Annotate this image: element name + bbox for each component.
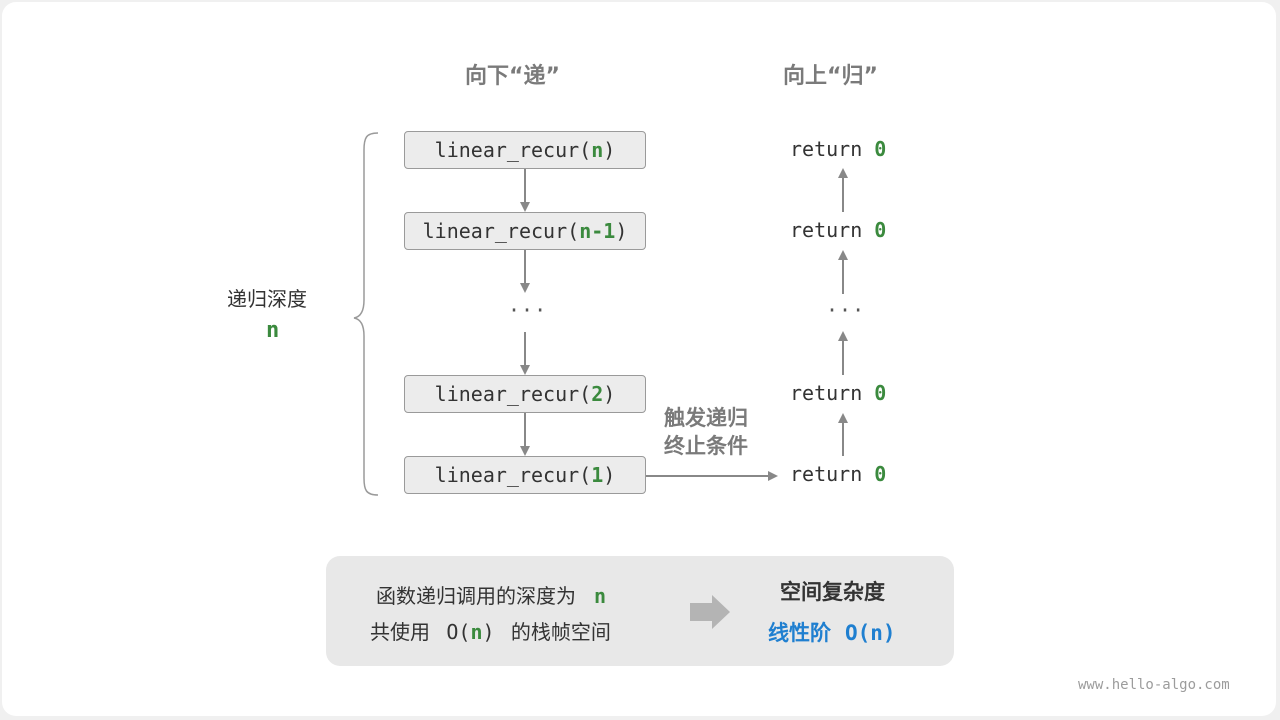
summary-line-1: 函数递归调用的深度为 n (376, 580, 606, 609)
return-row: return 0 (790, 462, 886, 486)
summary-o-open: O( (446, 620, 471, 644)
call-box-n-minus-1: linear_recur(n-1) (404, 212, 646, 250)
call-arg: 2 (591, 382, 604, 406)
summary-line-2: 共使用 O(n) 的栈帧空间 (370, 616, 611, 645)
heading-return-up: 向上“归” (783, 64, 878, 89)
return-row: return 0 (790, 137, 886, 161)
call-fn: linear_recur( (434, 463, 592, 487)
return-ellipsis: ··· (826, 298, 866, 322)
return-value: 0 (874, 462, 887, 486)
return-keyword: return (790, 137, 875, 161)
return-value: 0 (874, 218, 887, 242)
call-close: ) (603, 463, 616, 487)
summary-o-var: n (470, 620, 483, 644)
call-fn: linear_recur( (422, 219, 580, 243)
call-close: ) (603, 382, 616, 406)
call-box-n: linear_recur(n) (404, 131, 646, 169)
call-fn: linear_recur( (434, 138, 592, 162)
call-arg: n-1 (579, 219, 616, 243)
call-box-2: linear_recur(2) (404, 375, 646, 413)
return-keyword: return (790, 462, 875, 486)
call-arg: 1 (591, 463, 604, 487)
return-keyword: return (790, 218, 875, 242)
summary-panel (326, 556, 954, 666)
depth-brace (353, 132, 379, 496)
return-row: return 0 (790, 381, 886, 405)
call-close: ) (615, 219, 628, 243)
call-fn: linear_recur( (434, 382, 592, 406)
call-arg: n (591, 138, 604, 162)
watermark: www.hello-algo.com (1078, 677, 1230, 693)
summary-arrow-icon (690, 595, 730, 629)
complexity-notation: O(n) (845, 621, 896, 645)
call-ellipsis: ··· (508, 298, 548, 322)
heading-recurse-down: 向下“递” (465, 64, 560, 89)
complexity-name: 线性阶 (768, 621, 831, 645)
summary-stack-text: 的栈帧空间 (510, 620, 611, 644)
summary-o-close: ) (482, 620, 495, 644)
summary-depth-text: 函数递归调用的深度为 (376, 584, 576, 608)
termination-label: 触发递归 终止条件 (664, 404, 748, 460)
summary-depth-var: n (594, 584, 607, 608)
termination-line-2: 终止条件 (664, 434, 748, 458)
termination-line-1: 触发递归 (664, 406, 748, 430)
space-complexity-title: 空间复杂度 (780, 580, 885, 604)
depth-variable: n (266, 318, 280, 343)
space-complexity-value: 线性阶 O(n) (768, 617, 896, 647)
depth-label: 递归深度 (227, 287, 307, 311)
summary-use-text: 共使用 (370, 620, 430, 644)
return-value: 0 (874, 137, 887, 161)
return-row: return 0 (790, 218, 886, 242)
return-keyword: return (790, 381, 875, 405)
call-box-1: linear_recur(1) (404, 456, 646, 494)
call-close: ) (603, 138, 616, 162)
return-value: 0 (874, 381, 887, 405)
